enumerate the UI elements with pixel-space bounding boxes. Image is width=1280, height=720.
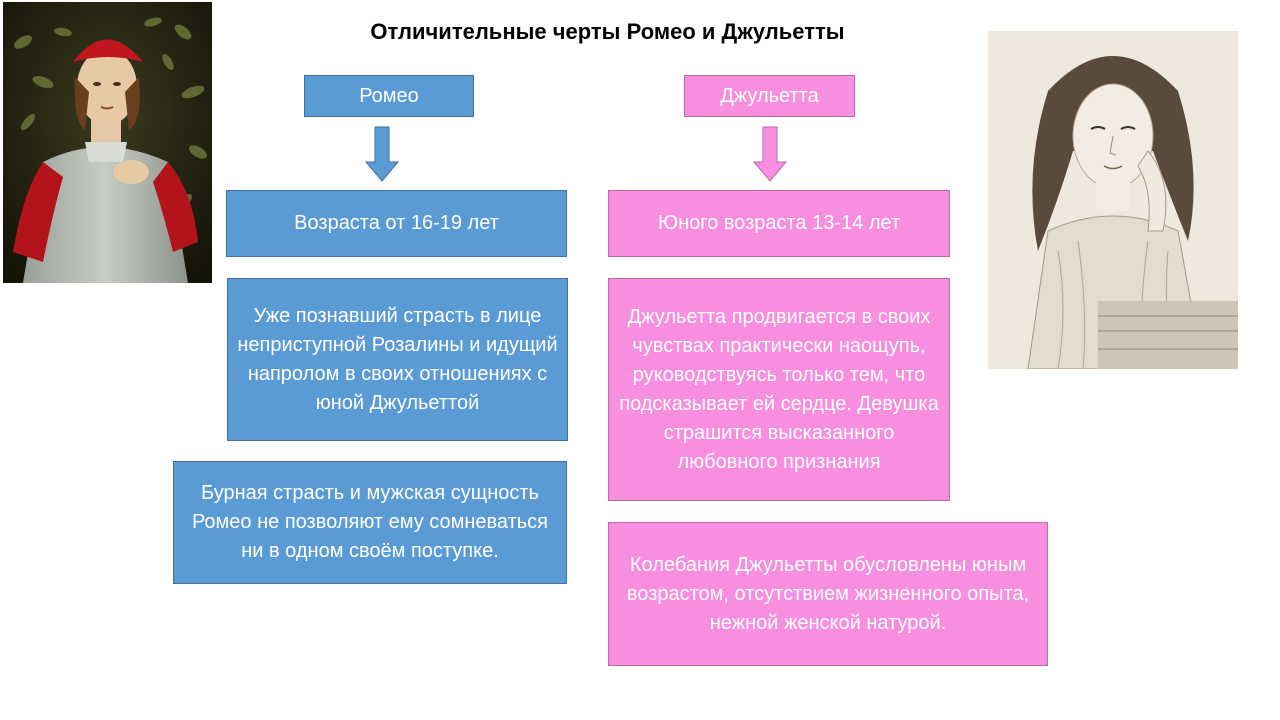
romeo-portrait <box>3 2 212 283</box>
page-title: Отличительные черты Ромео и Джульетты <box>370 19 845 44</box>
romeo-header: Ромео <box>304 75 474 117</box>
down-arrow-icon <box>365 126 399 182</box>
juliet-portrait <box>988 31 1238 369</box>
romeo-nature-box: Бурная страсть и мужская сущность Ромео … <box>173 461 567 584</box>
romeo-passion-box: Уже познавший страсть в лице неприступно… <box>227 278 568 441</box>
juliet-feelings-box: Джульетта продвигается в своих чувствах … <box>608 278 950 501</box>
juliet-header: Джульетта <box>684 75 855 117</box>
down-arrow-icon <box>753 126 787 182</box>
juliet-hesitation-box: Колебания Джульетты обусловлены юным воз… <box>608 522 1048 666</box>
juliet-age-box: Юного возраста 13-14 лет <box>608 190 950 257</box>
romeo-age-box: Возраста от 16-19 лет <box>226 190 567 257</box>
